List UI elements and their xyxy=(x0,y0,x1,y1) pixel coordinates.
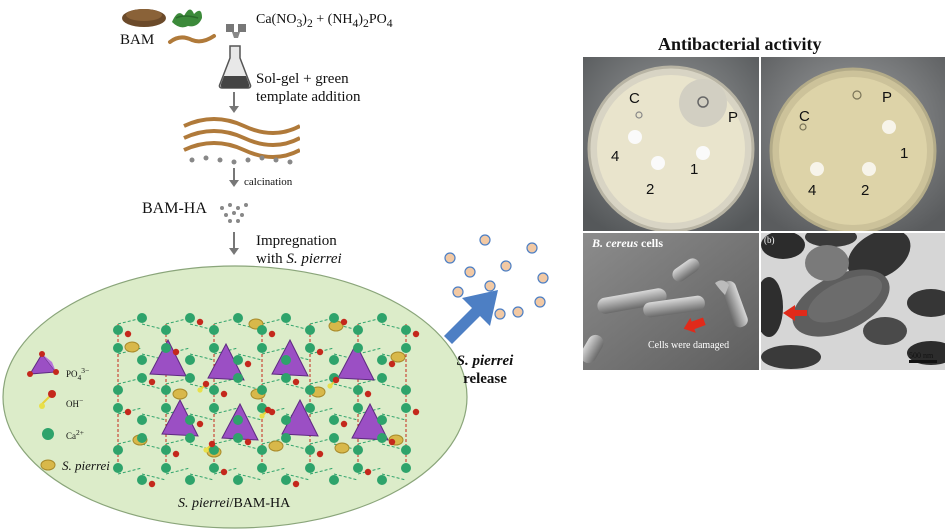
tem-image xyxy=(761,233,945,370)
plate1-label-p: P xyxy=(728,109,739,126)
step-impregnation: Impregnation with S. pierrei xyxy=(256,233,342,267)
legend-po4-label: PO43− xyxy=(66,366,90,382)
fiber-template-icon xyxy=(183,117,300,165)
release-label: S. pierrei release xyxy=(456,353,514,387)
crystal-lattice xyxy=(113,313,420,488)
arrow-2 xyxy=(233,168,235,182)
bam-ha-label: BAM-HA xyxy=(142,200,207,217)
funnel-icon xyxy=(226,24,246,38)
legend-oh-icon xyxy=(39,390,56,409)
tem-scale-label: 500 nm xyxy=(909,351,934,360)
legend-spierrei-label: S. pierrei xyxy=(62,458,110,473)
plate2-label-4: 4 xyxy=(808,182,817,199)
sem-caption: Cells were damaged xyxy=(648,340,730,351)
plate2-label-2: 2 xyxy=(861,182,870,199)
bam-label: BAM xyxy=(120,32,155,48)
legend-ca-label: Ca2+ xyxy=(66,428,84,441)
step-solgel: Sol-gel + green template addition xyxy=(256,71,361,105)
plate1-label-1: 1 xyxy=(690,161,699,178)
plate1-label-2: 2 xyxy=(646,181,655,198)
legend-ca-icon xyxy=(42,428,54,440)
plate2-label-1: 1 xyxy=(900,145,909,162)
release-arrow-icon xyxy=(444,290,498,344)
arrow-3 xyxy=(233,232,235,250)
tem-tag: (b) xyxy=(764,235,775,245)
legend-po4-icon xyxy=(27,351,59,377)
legend-spierrei-icon xyxy=(40,459,56,471)
crystal-caption: S. pierrei/BAM-HA xyxy=(178,496,291,511)
plate1-label-c: C xyxy=(629,90,640,107)
bam-material-icon xyxy=(122,9,216,44)
bam-ha-particles-icon xyxy=(220,203,248,223)
plate2-label-c: C xyxy=(799,108,810,125)
legend-oh-label: OH− xyxy=(66,396,84,409)
plate1-label-4: 4 xyxy=(611,148,620,165)
petri-plate-2 xyxy=(761,57,945,231)
plate2-label-p: P xyxy=(882,89,893,106)
antibacterial-title: Antibacterial activity xyxy=(658,34,822,54)
crystal-ellipse xyxy=(2,265,468,529)
arrow-1 xyxy=(233,92,235,108)
sem-title: B. cereus cells xyxy=(592,236,663,250)
sem-image xyxy=(583,233,759,370)
petri-plate-1 xyxy=(583,57,759,231)
flask-icon xyxy=(218,45,252,89)
step-calcination: calcination xyxy=(244,176,293,188)
reagents-label: Ca(NO3)2 + (NH4)2PO4 xyxy=(256,12,393,30)
